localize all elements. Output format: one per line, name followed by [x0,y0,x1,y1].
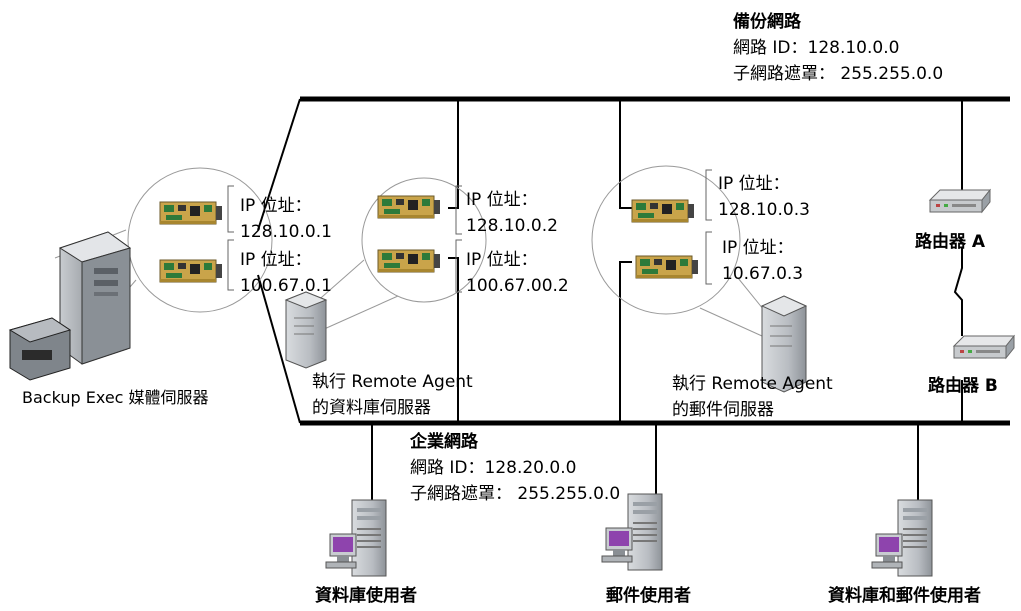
connection-lines [257,98,963,505]
media-nic-2-caption: IP 位址： [240,250,312,270]
media-nic-1-caption: IP 位址： [240,196,312,216]
backup-network-id: 網路 ID：128.10.0.0 [733,38,900,58]
corporate-network-subnet: 子網路遮罩： 255.255.0.0 [410,484,621,504]
router-a-label: 路由器 A [915,232,986,252]
database-user-label: 資料庫使用者 [315,586,417,606]
db-nic-1-ip: 128.10.0.2 [466,216,558,236]
mail-nic-2-ip: 10.67.0.3 [722,264,804,284]
router-b-icon [953,335,1015,359]
mail-nic-1-caption: IP 位址： [718,174,790,194]
db-nic-2-ip: 100.67.00.2 [466,276,569,296]
nic-card-db-2 [377,249,441,273]
backup-network-title: 備份網路 [733,12,801,32]
nic-card-media-2 [159,259,223,283]
database-server-label-line1: 執行 Remote Agent [312,372,473,392]
database-server-icon [284,291,328,369]
media-nic-2-ip: 100.67.0.1 [240,276,332,296]
mail-server-label-line1: 執行 Remote Agent [672,374,833,394]
mail-nic-2-caption: IP 位址： [722,238,794,258]
nic-brackets [227,169,712,293]
mail-server-label-line2: 的郵件伺服器 [672,400,774,420]
media-nic-1-ip: 128.10.0.1 [240,222,332,242]
mail-user-label: 郵件使用者 [606,586,691,606]
database-mail-user-pc-icon [871,499,933,577]
nic-card-mail-2 [635,255,699,279]
media-server-label: Backup Exec 媒體伺服器 [22,388,209,407]
database-user-pc-icon [325,499,387,577]
media-server-icon [8,231,132,381]
database-mail-user-label: 資料庫和郵件使用者 [828,586,981,606]
db-nic-1-caption: IP 位址： [466,190,538,210]
nic-card-media-1 [159,201,223,225]
corporate-network-id: 網路 ID：128.20.0.0 [410,458,577,478]
nic-card-db-1 [377,195,441,219]
mail-nic-1-ip: 128.10.0.3 [718,200,810,220]
corporate-network-title: 企業網路 [410,432,478,452]
nic-card-mail-1 [631,199,695,223]
mail-server-icon [760,295,808,393]
db-nic-2-caption: IP 位址： [466,250,538,270]
database-server-label-line2: 的資料庫伺服器 [312,398,431,418]
router-b-label: 路由器 B [928,376,998,396]
router-a-icon [929,189,991,213]
backup-network-subnet: 子網路遮罩： 255.255.0.0 [733,64,944,84]
